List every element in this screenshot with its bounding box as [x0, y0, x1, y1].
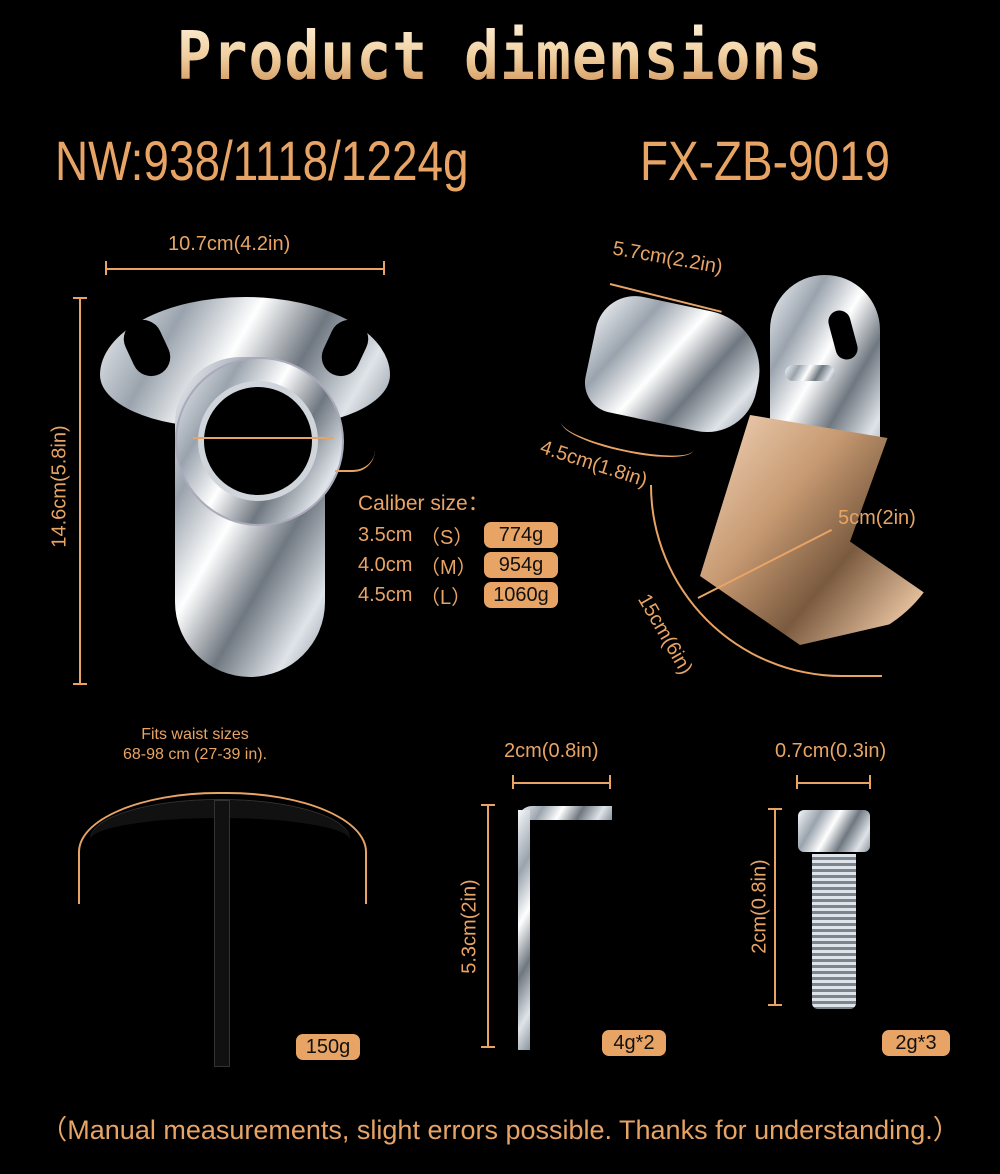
- caliber-dimension-line: [193, 437, 333, 439]
- dimension-tick: [609, 775, 611, 789]
- dimension-tick: [796, 775, 798, 789]
- hex-key-height-label: 5.3cm(2in): [458, 879, 481, 974]
- dimension-tick: [73, 297, 87, 299]
- dimension-tick: [383, 261, 385, 275]
- hex-key-width-dimension-line: [513, 782, 611, 784]
- dimension-tick: [105, 261, 107, 275]
- front-view-section: 10.7cm(4.2in) 14.6cm(5.8in) Caliber size…: [0, 225, 600, 695]
- waist-curve-dimension-line: [78, 792, 367, 904]
- screw-width-label: 0.7cm(0.3in): [775, 740, 887, 762]
- screw-weight-badge: 2g*3: [882, 1030, 950, 1056]
- screw-image: [798, 810, 872, 1010]
- screw-height-label: 2cm(0.8in): [748, 859, 771, 954]
- hex-key-weight-badge: 4g*2: [602, 1030, 666, 1056]
- caliber-size-row: 4.0cm （M） 954g: [358, 550, 568, 580]
- waist-note-line1: Fits waist sizes: [141, 726, 249, 743]
- screw-width-dimension-line: [797, 782, 871, 784]
- caliber-size-row: 3.5cm （S） 774g: [358, 520, 568, 550]
- waist-note-line2: 68-98 cm (27-39 in).: [122, 746, 268, 763]
- front-height-label: 14.6cm(5.8in): [48, 425, 71, 548]
- dimension-tick: [481, 1046, 495, 1048]
- dimension-tick: [73, 683, 87, 685]
- hex-key-section: 2cm(0.8in) 5.3cm(2in) 4g*2: [458, 730, 680, 1070]
- caliber-size-letter: （L）: [420, 586, 472, 609]
- weight-badge: 774g: [484, 522, 558, 548]
- dimension-tick: [481, 804, 495, 806]
- belt-section: Fits waist sizes 68-98 cm (27-39 in). 15…: [60, 720, 380, 1070]
- front-width-label: 10.7cm(4.2in): [168, 233, 291, 255]
- model-number: FX-ZB-9019: [640, 129, 891, 192]
- caliber-diameter: 4.5cm: [358, 583, 413, 606]
- weight-badge: 1060g: [484, 582, 558, 608]
- screw-section: 0.7cm(0.3in) 2cm(0.8in) 2g*3: [730, 730, 980, 1070]
- caliber-diameter: 4.0cm: [358, 553, 413, 576]
- caliber-size-letter: （S）: [420, 526, 474, 549]
- dimension-tick: [869, 775, 871, 789]
- caliber-size-row: 4.5cm （L） 1060g: [358, 580, 568, 610]
- side-view-section: 5.7cm(2.2in) 4.5cm(1.8in) 5cm(2in) 15cm(…: [520, 225, 1000, 695]
- belt-image: [90, 800, 360, 1070]
- dimension-tick: [768, 1004, 782, 1006]
- caliber-size-letter: （M）: [420, 556, 477, 579]
- page-title: Product dimensions: [0, 17, 1000, 95]
- device-front-image: [100, 297, 390, 687]
- caliber-size-list: 3.5cm （S） 774g 4.0cm （M） 954g 4.5cm （L） …: [358, 520, 568, 610]
- net-weight: NW:938/1118/1224g: [55, 129, 469, 192]
- front-width-dimension-line: [105, 268, 385, 270]
- weight-badge: 954g: [484, 552, 558, 578]
- belt-weight-badge: 150g: [296, 1034, 360, 1060]
- disclaimer-text: （Manual measurements, slight errors poss…: [40, 1115, 960, 1145]
- hex-key-image: [518, 806, 612, 1050]
- caliber-diameter: 3.5cm: [358, 523, 413, 546]
- hex-key-width-label: 2cm(0.8in): [504, 740, 599, 762]
- dimension-tick: [768, 808, 782, 810]
- screw-height-dimension-line: [774, 808, 776, 1006]
- front-height-dimension-line: [79, 297, 81, 685]
- dimension-tick: [512, 775, 514, 789]
- caliber-heading: Caliber size：: [358, 492, 489, 515]
- caliber-arrow-icon: [335, 450, 375, 472]
- hex-key-height-dimension-line: [487, 804, 489, 1048]
